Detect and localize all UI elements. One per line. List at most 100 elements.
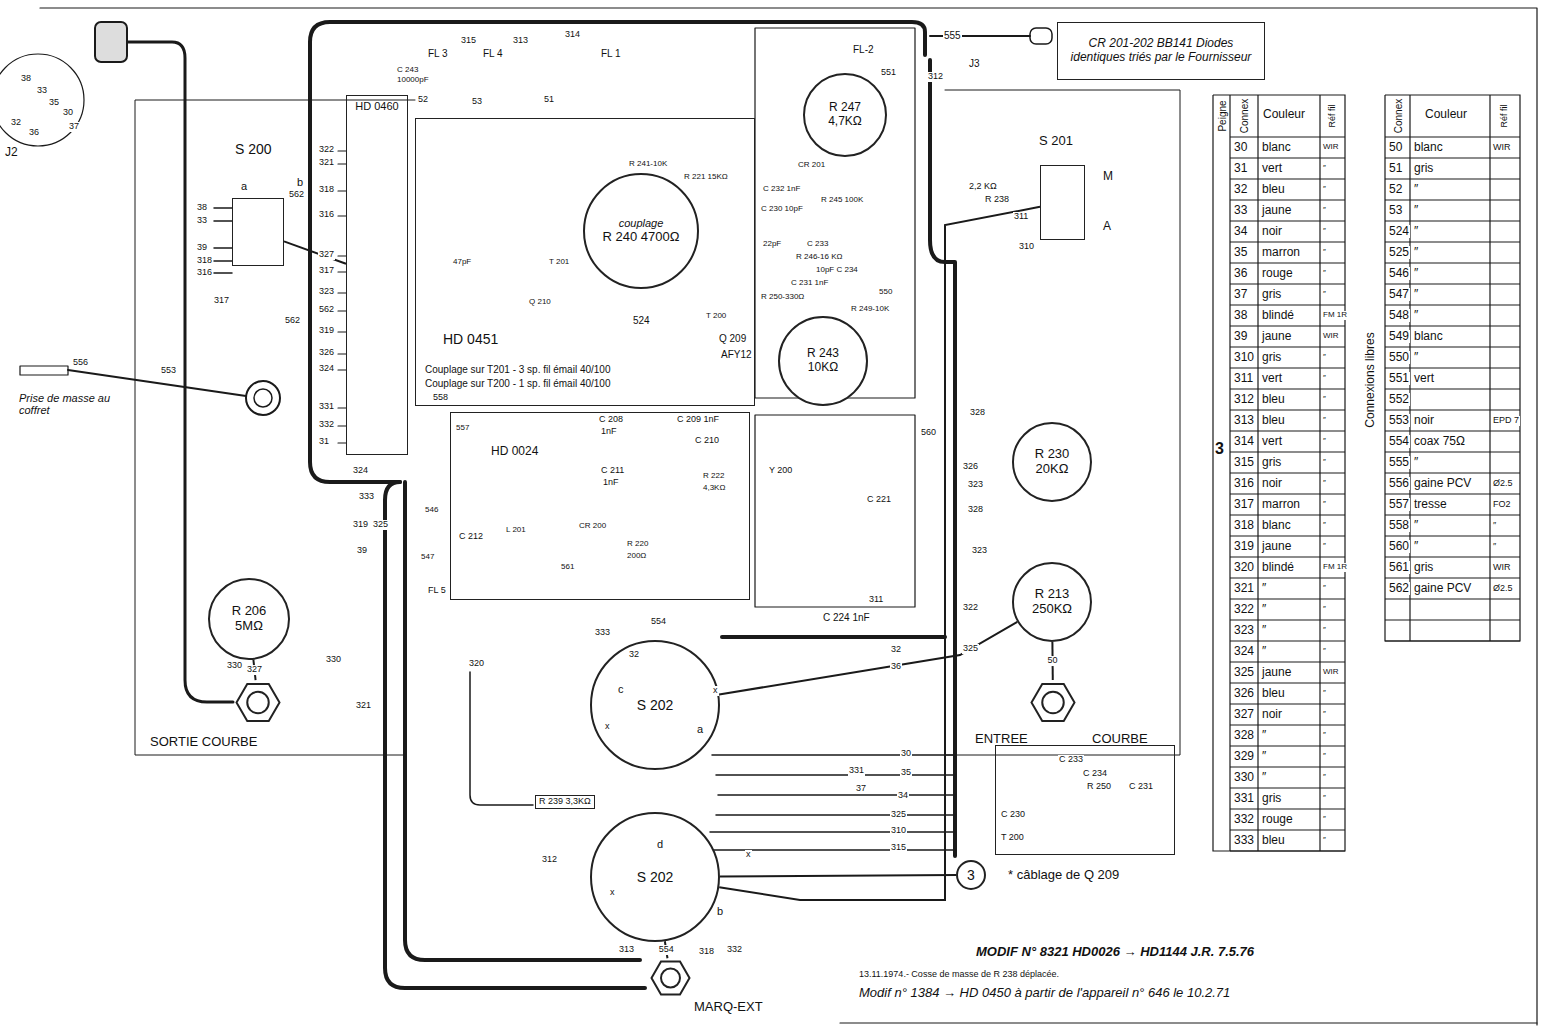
table-cell: ″ [1322, 731, 1327, 740]
table-cell: blanc [1261, 519, 1292, 532]
wire-label: 50 [1047, 656, 1059, 666]
table-cell: ″ [1322, 647, 1327, 656]
table-cell: 311 [1233, 372, 1254, 385]
connector-outline [648, 958, 693, 998]
table-cell: 524 [1388, 225, 1410, 238]
part-label: 318 [196, 256, 213, 266]
table-cell: 50 [1388, 141, 1403, 154]
node-text: HD 0024 [489, 445, 540, 459]
table-cell: 562 [1388, 582, 1410, 595]
table-cell: gris [1413, 162, 1434, 175]
table-cell: 546 [1388, 267, 1410, 280]
part-label: C 212 [458, 532, 484, 542]
table-cell: ″ [1261, 750, 1267, 763]
part-label: 38 [196, 203, 208, 213]
part-label: FL 3 [427, 48, 449, 59]
part-label: C 210 [694, 436, 720, 446]
table-cell: ″ [1322, 752, 1327, 761]
table-grid [1230, 451, 1345, 452]
part-label: C 232 1nF [762, 185, 801, 194]
part-label: x [745, 850, 752, 860]
part-label: FL-2 [852, 44, 875, 55]
part-label: 325 [372, 520, 389, 530]
part-label: R 239 3,3KΩ [535, 795, 595, 809]
table-grid [1385, 325, 1520, 326]
table-grid [1230, 199, 1345, 200]
table-cell: ″ [1322, 269, 1327, 278]
part-label: 312 [541, 855, 558, 865]
table-cell: rouge [1261, 813, 1294, 826]
node-text: 250KΩ [1032, 602, 1072, 617]
part-label: L 201 [505, 526, 527, 535]
potentiometer-circle: R 23020KΩ [1012, 422, 1092, 502]
part-label: a [240, 180, 248, 192]
table-cell: WIR [1322, 332, 1340, 341]
part-label: 323 [971, 546, 988, 556]
potentiometer-circle: R 24310KΩ [778, 316, 868, 406]
table-cell: ″ [1322, 416, 1327, 425]
table-grid [1385, 598, 1520, 599]
table-cell: 550 [1388, 351, 1410, 364]
table-grid [1230, 493, 1345, 494]
table-grid [1230, 829, 1345, 830]
coax-connector: ENTREECOURBE [1028, 680, 1078, 725]
part-label: 324 [352, 466, 369, 476]
table-cell: 561 [1388, 561, 1410, 574]
table-grid [1385, 640, 1520, 641]
table-grid [1230, 367, 1345, 368]
part-label: 547 [420, 553, 435, 562]
part-label: C 211 [600, 466, 625, 476]
table-grid [1385, 367, 1520, 368]
table-cell: Ø2.5 [1492, 584, 1514, 594]
part-label: 562 [284, 316, 301, 326]
table-cell: vert [1261, 372, 1283, 385]
part-label: C 221 [866, 495, 892, 505]
part-label: R 221 15KΩ [683, 173, 729, 182]
part-label: 332 [726, 945, 743, 955]
table-grid [1230, 661, 1345, 662]
table-cell: 325 [1233, 666, 1255, 679]
table-cell: ″ [1322, 206, 1327, 215]
part-label: c [617, 683, 625, 695]
node-text: 20KΩ [1036, 462, 1069, 477]
table-cell: ″ [1413, 519, 1419, 532]
part-label: C 243 [396, 66, 419, 75]
table-grid [1230, 766, 1345, 767]
table-cell: ″ [1322, 836, 1327, 845]
table-cell: 318 [1233, 519, 1255, 532]
node-text: S 202 [637, 869, 674, 885]
note-text: Modif n° 1384 → HD 0450 à partir de l'ap… [858, 986, 1231, 1000]
table-grid [1230, 598, 1345, 599]
table-grid [1230, 535, 1345, 536]
part-label: 10000pF [396, 76, 430, 85]
part-label: x [712, 686, 719, 696]
table-cell: 525 [1388, 246, 1410, 259]
part-label: 556 [72, 358, 89, 368]
note-text: MODIF N° 8321 HD0026 → HD1144 J.R. 7.5.7… [975, 945, 1255, 959]
table-cell: 323 [1233, 624, 1255, 637]
part-label: 314 [564, 30, 581, 40]
part-label: C 233 [1058, 755, 1084, 765]
part-label: 554 [650, 617, 667, 627]
table-grid [1230, 682, 1345, 683]
table-grid [1230, 703, 1345, 704]
part-label: R 246-16 KΩ [795, 253, 843, 262]
node-text: R 230 [1035, 447, 1070, 462]
part-label: CR 201 [797, 161, 826, 170]
table-cell: 552 [1388, 393, 1410, 406]
table-cell: ″ [1261, 729, 1267, 742]
part-label: 310 [1018, 242, 1035, 252]
part-label: 333 [594, 628, 611, 638]
part-label: 37 [855, 784, 867, 794]
part-label: J2 [4, 146, 19, 159]
table-cell: WIR [1492, 143, 1512, 153]
part-label: 315 [460, 36, 477, 46]
part-label: 323 [318, 287, 335, 297]
note-box: CR 201-202 BB141 Diodes identiques triés… [1057, 22, 1265, 80]
table-grid [1385, 199, 1520, 200]
table-cell: ″ [1261, 771, 1267, 784]
table-grid [1385, 388, 1520, 389]
table-grid [1385, 556, 1520, 557]
